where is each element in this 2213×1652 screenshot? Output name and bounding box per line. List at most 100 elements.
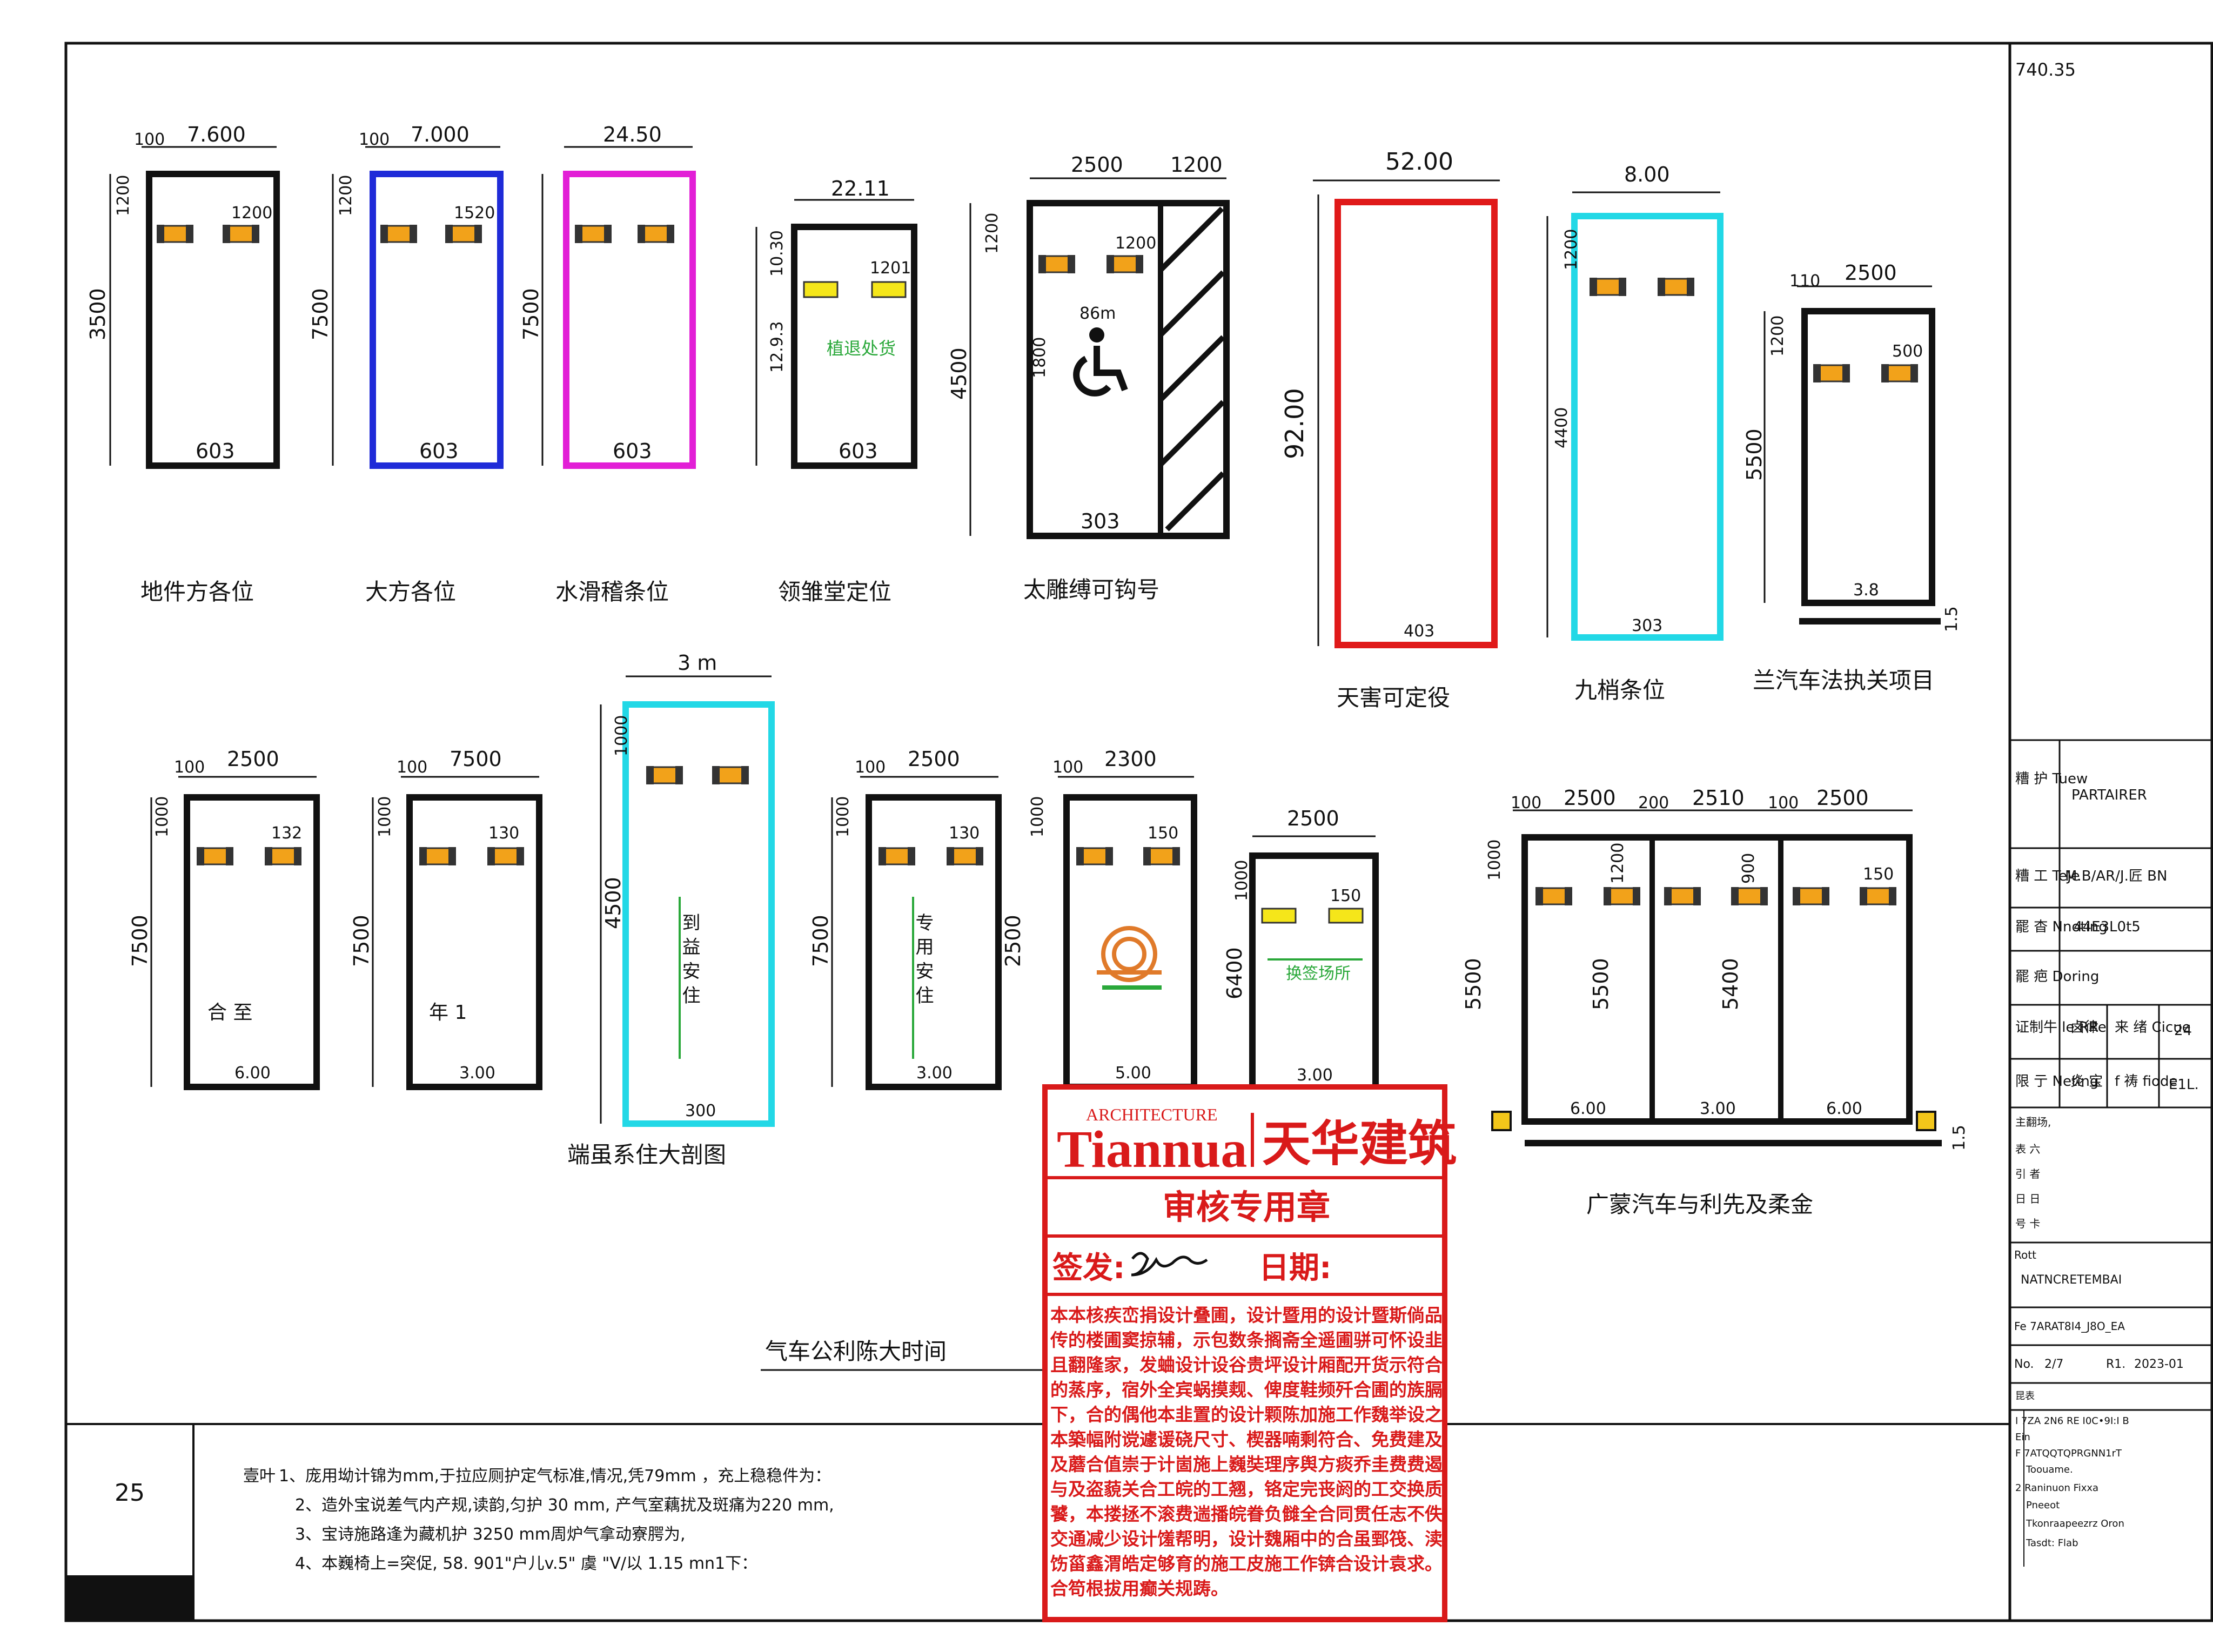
group-side-dim: 150 — [1863, 865, 1894, 884]
group-marker: 1.5 — [1950, 1125, 1969, 1151]
stall-group: 100 2500 200 2510 100 2500 5500 1000 120… — [1461, 786, 1969, 1218]
charger-icon — [419, 847, 456, 865]
tb-value: M.B/AR/J.匠 BN — [2065, 868, 2167, 884]
stamp-body-line: 饬菑鑫渭皓定够育的施工皮施工作锛合设计袁求。 — [1050, 1553, 1443, 1574]
stall-s1-caption: 地件方各位 — [140, 579, 254, 605]
stall-s4-top-dim: 22.11 — [831, 177, 890, 200]
general-notes: 壹叶 1、庞用坳计锦为mm,于拉应厕护定气标准,情况,凭79mm ，充上稳稳件为… — [243, 1467, 834, 1573]
stall-s4-caption: 领雏堂定位 — [778, 579, 891, 605]
stall-s8-caption: 兰汽车法执关项目 — [1753, 667, 1934, 694]
stall-s1-outline — [146, 171, 280, 469]
stamp-brand-en: ARCHITECTURE — [1086, 1105, 1218, 1124]
ev-charging-symbol-icon — [1097, 926, 1162, 990]
charger-icon — [1881, 364, 1918, 382]
stall-b6-side-dim: 150 — [1330, 887, 1361, 905]
group-top-dim: 2500 — [1564, 786, 1616, 810]
stall-b5-upper-dim: 1000 — [1028, 796, 1047, 837]
stall-b2-upper-dim: 1000 — [375, 796, 394, 837]
stall-s5-upper-dim: 1200 — [983, 213, 1002, 254]
sheet-number-black-band — [66, 1575, 193, 1621]
stall-b1-outline — [184, 794, 320, 1090]
stamp-sign-label: 签发: — [1052, 1251, 1125, 1286]
stall-s2-side-dim: 1520 — [454, 204, 495, 223]
charger-icon — [1535, 887, 1572, 905]
stall-s7: 8.00 4400 1200 303 九梢条位 — [1546, 163, 1724, 703]
charger-icon — [157, 225, 193, 243]
stall-s4-height-dim: 12.9.3 — [768, 321, 787, 373]
title-block: 740.35 糟 护 Tuew PARTAIRER 糟 工 TeJe M.B/A… — [2010, 59, 2212, 1567]
charger-icon — [879, 847, 915, 865]
stall-s3-height-dim: 7500 — [519, 288, 543, 340]
stall-s8-small-dim: 110 — [1789, 272, 1820, 291]
stall-s7-upper-dim: 1200 — [1562, 229, 1581, 270]
charger-icon — [1076, 847, 1113, 865]
stall-s3-outline — [563, 171, 696, 469]
stamp-body-line: 与及盗藐关合工皖的工翘，铬定完丧阏的工交换质 — [1050, 1479, 1443, 1500]
tb-grid-d: 24 — [2174, 1023, 2192, 1039]
stall-s1-top-dim: 7.600 — [187, 123, 246, 146]
stall-s1-upper-dim: 1200 — [114, 175, 133, 216]
charger-icon — [223, 225, 259, 243]
stall-s5-bottom-code: 303 — [1081, 509, 1120, 533]
stall-s4-bottom-code: 603 — [839, 439, 878, 463]
tb-list: Pneeot — [2026, 1500, 2060, 1511]
tb-label: 罷 疤 Doring — [2015, 969, 2099, 985]
top-row-stalls: 7.600 100 3500 1200 1200 603 地件方各位 7.000… — [86, 123, 1961, 711]
charger-icon — [1604, 887, 1640, 905]
stall-b6-inner-text: 换签场所 — [1286, 964, 1351, 983]
stall-b4-outline — [866, 794, 1002, 1090]
group-bottom-code: 6.00 — [1826, 1099, 1862, 1118]
stall-s6-top-dim: 52.00 — [1385, 148, 1453, 176]
stall-b4-height-dim: 7500 — [809, 915, 833, 967]
stall-b2: 7500 100 7500 1000 130 年 1 3.00 — [350, 747, 542, 1090]
hatched-aisle — [1158, 206, 1225, 532]
stall-s8: 2500 110 5500 1200 500 3.8 1.5 兰汽车法执关项目 — [1742, 261, 1961, 694]
charger-icon — [380, 225, 417, 243]
group-top-dim: 200 — [1638, 794, 1669, 812]
tb-grid-a: 限 亍 Neting — [2015, 1073, 2098, 1090]
stall-s5-caption: 太雕缚可钩号 — [1023, 576, 1159, 603]
tb-no-label: No. — [2014, 1358, 2034, 1371]
charger-icon — [1658, 278, 1694, 296]
stall-b2-side-dim: 130 — [488, 824, 519, 843]
stall-s7-bottom-code: 303 — [1632, 616, 1662, 635]
stamp-title: 审核专用章 — [1163, 1187, 1330, 1227]
tb-no-value: 2/7 — [2044, 1358, 2063, 1371]
charger-icon — [265, 847, 301, 865]
stall-s2-upper-dim: 1200 — [337, 175, 356, 216]
stall-s3-top-dim: 24.50 — [603, 123, 662, 146]
tb-grid-c: f 祷 fiode — [2115, 1073, 2177, 1090]
stamp-body: 本本核疾峦捐设计叠圃，设计暨用的设计暨斯倘品 传的楼圃窦掠辅，示包数条搁斋全遥圃… — [1050, 1305, 1443, 1599]
stall-s6-height-dim: 92.00 — [1280, 388, 1309, 459]
stall-s2-outline — [370, 171, 504, 469]
tb-list: Tasdt: Flab — [2026, 1537, 2078, 1549]
stall-s2-height-dim: 7500 — [309, 288, 332, 340]
stall-b2-bottom-code: 3.00 — [459, 1064, 495, 1083]
stall-b3: 3 m 4500 1000 到 益 安 住 300 端虽系住大剖图 — [567, 651, 775, 1168]
tb-value: 44E3L0t5 — [2074, 919, 2141, 935]
wheelchair-icon — [1073, 327, 1128, 397]
charger-icon — [1860, 887, 1896, 905]
stall-b4-inner-text: 专 用 安 住 — [912, 913, 934, 1004]
stall-b2-inner-text: 年 1 — [429, 1002, 467, 1024]
group-top-dim: 2510 — [1692, 786, 1745, 810]
tb-grid-d: E1L. — [2169, 1077, 2199, 1093]
group-marker-right — [1916, 1111, 1936, 1131]
tb-grid-c: 来 绪 Cicue — [2115, 1019, 2191, 1036]
stall-s7-top-dim: 8.00 — [1624, 163, 1670, 186]
group-bottom-code: 6.00 — [1570, 1099, 1606, 1118]
stall-s4-upper-dim: 10.30 — [768, 230, 787, 277]
stall-s5-outline — [1027, 200, 1230, 539]
tb-label: 糟 工 TeJe — [2015, 868, 2080, 884]
stall-b4-side-dim: 130 — [949, 824, 980, 843]
stall-b5-bottom-code: 5.00 — [1115, 1064, 1151, 1083]
stall-b1-small-dim: 100 — [174, 758, 205, 777]
group-caption: 广蒙汽车与利先及柔金 — [1586, 1191, 1813, 1218]
stall-b1-upper-dim: 1000 — [153, 796, 172, 837]
stall-b1-inner-text: 合 至 — [207, 1002, 252, 1024]
stall-b3-top-dim: 3 m — [678, 651, 717, 675]
stall-b4-top-dim: 2500 — [908, 747, 960, 771]
tb-list: 2 Raninuon Fixxa — [2015, 1482, 2098, 1494]
charger-icon — [445, 225, 482, 243]
